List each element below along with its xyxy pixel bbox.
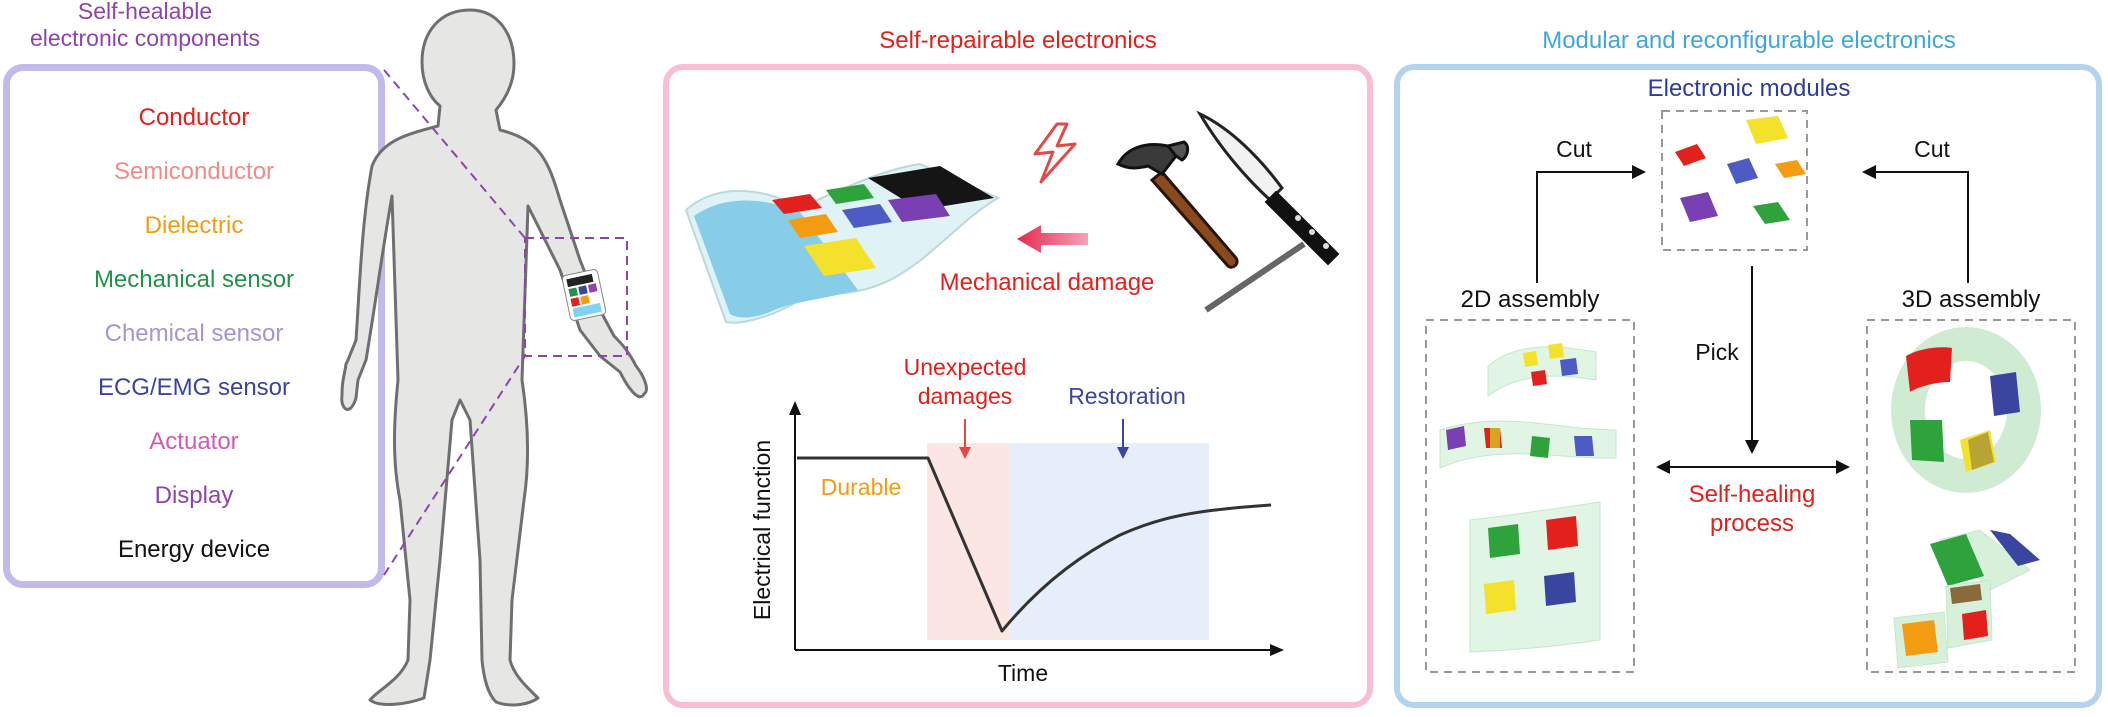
lightning-icon <box>1033 122 1077 184</box>
electronic-sheet-illustration <box>684 162 1001 324</box>
assembly-2d-label: 2D assembly <box>1460 286 1600 313</box>
component-item: Display <box>154 482 234 509</box>
blade-line <box>1204 241 1306 313</box>
component-item: Energy device <box>117 536 271 563</box>
knife-icon <box>1196 110 1340 266</box>
cut-right-label: Cut <box>1914 136 1950 162</box>
damages-label: damages <box>918 383 1013 409</box>
middle-panel-title: Self-repairable electronics <box>879 27 1157 54</box>
electrical-function-graph: Electrical function Time Durable Unexpec… <box>749 355 1284 686</box>
component-item: ECG/EMG sensor <box>97 374 291 401</box>
right-panel-title: Modular and reconfigurable electronics <box>1542 27 1956 54</box>
process-label: process <box>1709 510 1795 537</box>
unexpected-label: Unexpected <box>904 355 1027 380</box>
cut-left-label: Cut <box>1556 136 1592 162</box>
hammer-icon <box>1115 140 1239 269</box>
assembly-3d-label: 3D assembly <box>1901 286 2041 313</box>
graph-ylabel: Electrical function <box>749 440 775 620</box>
graph-xlabel: Time <box>998 660 1048 686</box>
left-arrow-icon <box>1017 225 1088 253</box>
component-item: Conductor <box>138 104 250 131</box>
component-item: Dielectric <box>144 212 244 239</box>
left-panel-title-line1: Self-healable <box>77 0 213 24</box>
restoration-label: Restoration <box>1068 383 1186 409</box>
component-item: Chemical sensor <box>104 320 284 347</box>
durable-label: Durable <box>821 474 902 500</box>
component-item: Mechanical sensor <box>93 266 295 293</box>
human-body-icon <box>340 8 648 707</box>
pick-label: Pick <box>1695 339 1739 365</box>
electronic-modules-label: Electronic modules <box>1647 75 1851 102</box>
component-item: Actuator <box>149 428 239 455</box>
mechanical-damage-label: Mechanical damage <box>939 269 1155 296</box>
left-panel-title-line2: electronic components <box>29 25 261 51</box>
self-healing-label: Self-healing <box>1688 481 1816 508</box>
flow-diagram <box>1425 110 2076 673</box>
component-item: Semiconductor <box>113 158 275 185</box>
